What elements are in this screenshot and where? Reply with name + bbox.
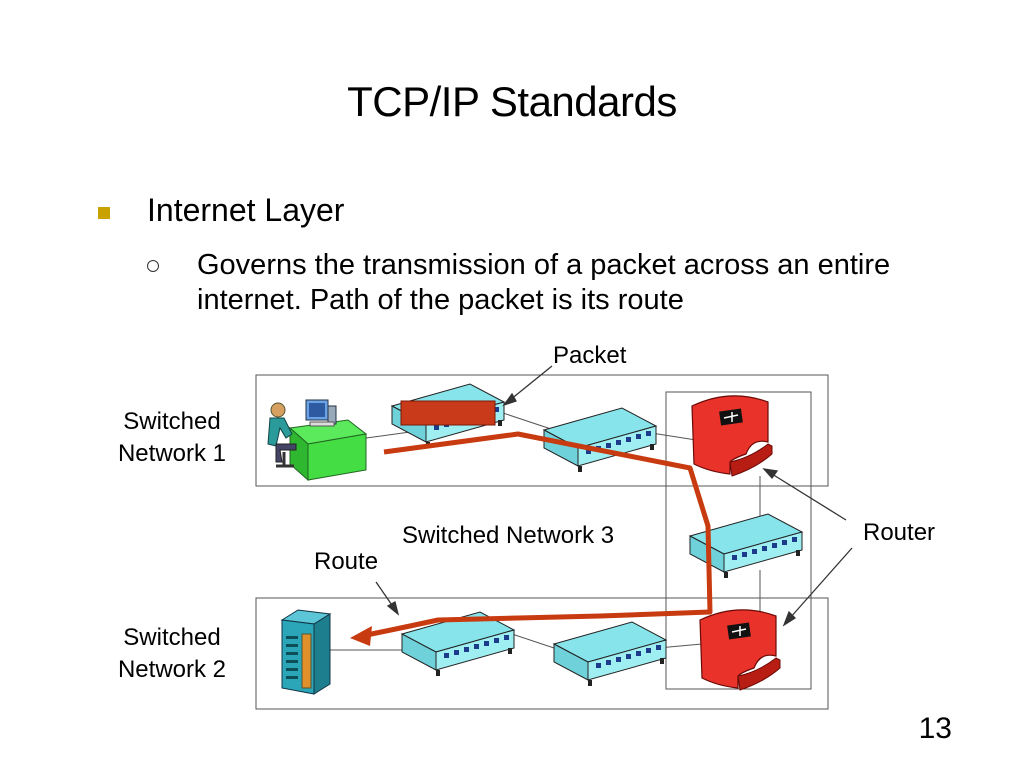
switch-icon bbox=[553, 621, 667, 687]
bullet-level-1-text: Internet Layer bbox=[147, 192, 345, 228]
page-number: 13 bbox=[918, 712, 952, 745]
bullet-level-2-text: Governs the transmission of a packet acr… bbox=[197, 249, 891, 316]
router-icon bbox=[699, 609, 781, 691]
packet-label: Packet bbox=[553, 342, 627, 369]
router-icon bbox=[691, 395, 773, 477]
switched-network-1-label-line1: Switched bbox=[123, 408, 221, 435]
route-label: Route bbox=[314, 548, 379, 575]
switched-network-3-box bbox=[665, 391, 812, 690]
workstation-icon bbox=[267, 399, 368, 482]
switched-network-2-label: Switched Network 2 bbox=[104, 622, 240, 686]
server-icon bbox=[280, 609, 332, 695]
circle-bullet-icon bbox=[147, 260, 159, 272]
switched-network-2-label-line2: Network 2 bbox=[117, 656, 227, 683]
square-bullet-icon bbox=[98, 207, 110, 219]
callout-arrows bbox=[375, 365, 853, 627]
switched-network-2-box bbox=[255, 597, 829, 710]
switched-network-3-label: Switched Network 3 bbox=[402, 522, 615, 549]
switched-network-1-label: Switched Network 1 bbox=[104, 406, 240, 470]
switched-network-1-label-line2: Network 1 bbox=[117, 440, 227, 467]
router-label: Router bbox=[863, 519, 936, 546]
slide-title: TCP/IP Standards bbox=[347, 78, 677, 125]
route-path bbox=[361, 431, 713, 639]
packet-box bbox=[400, 400, 496, 426]
route-arrowhead bbox=[350, 626, 372, 646]
switched-network-1-box bbox=[255, 374, 829, 487]
switched-network-2-label-line1: Switched bbox=[123, 624, 221, 651]
